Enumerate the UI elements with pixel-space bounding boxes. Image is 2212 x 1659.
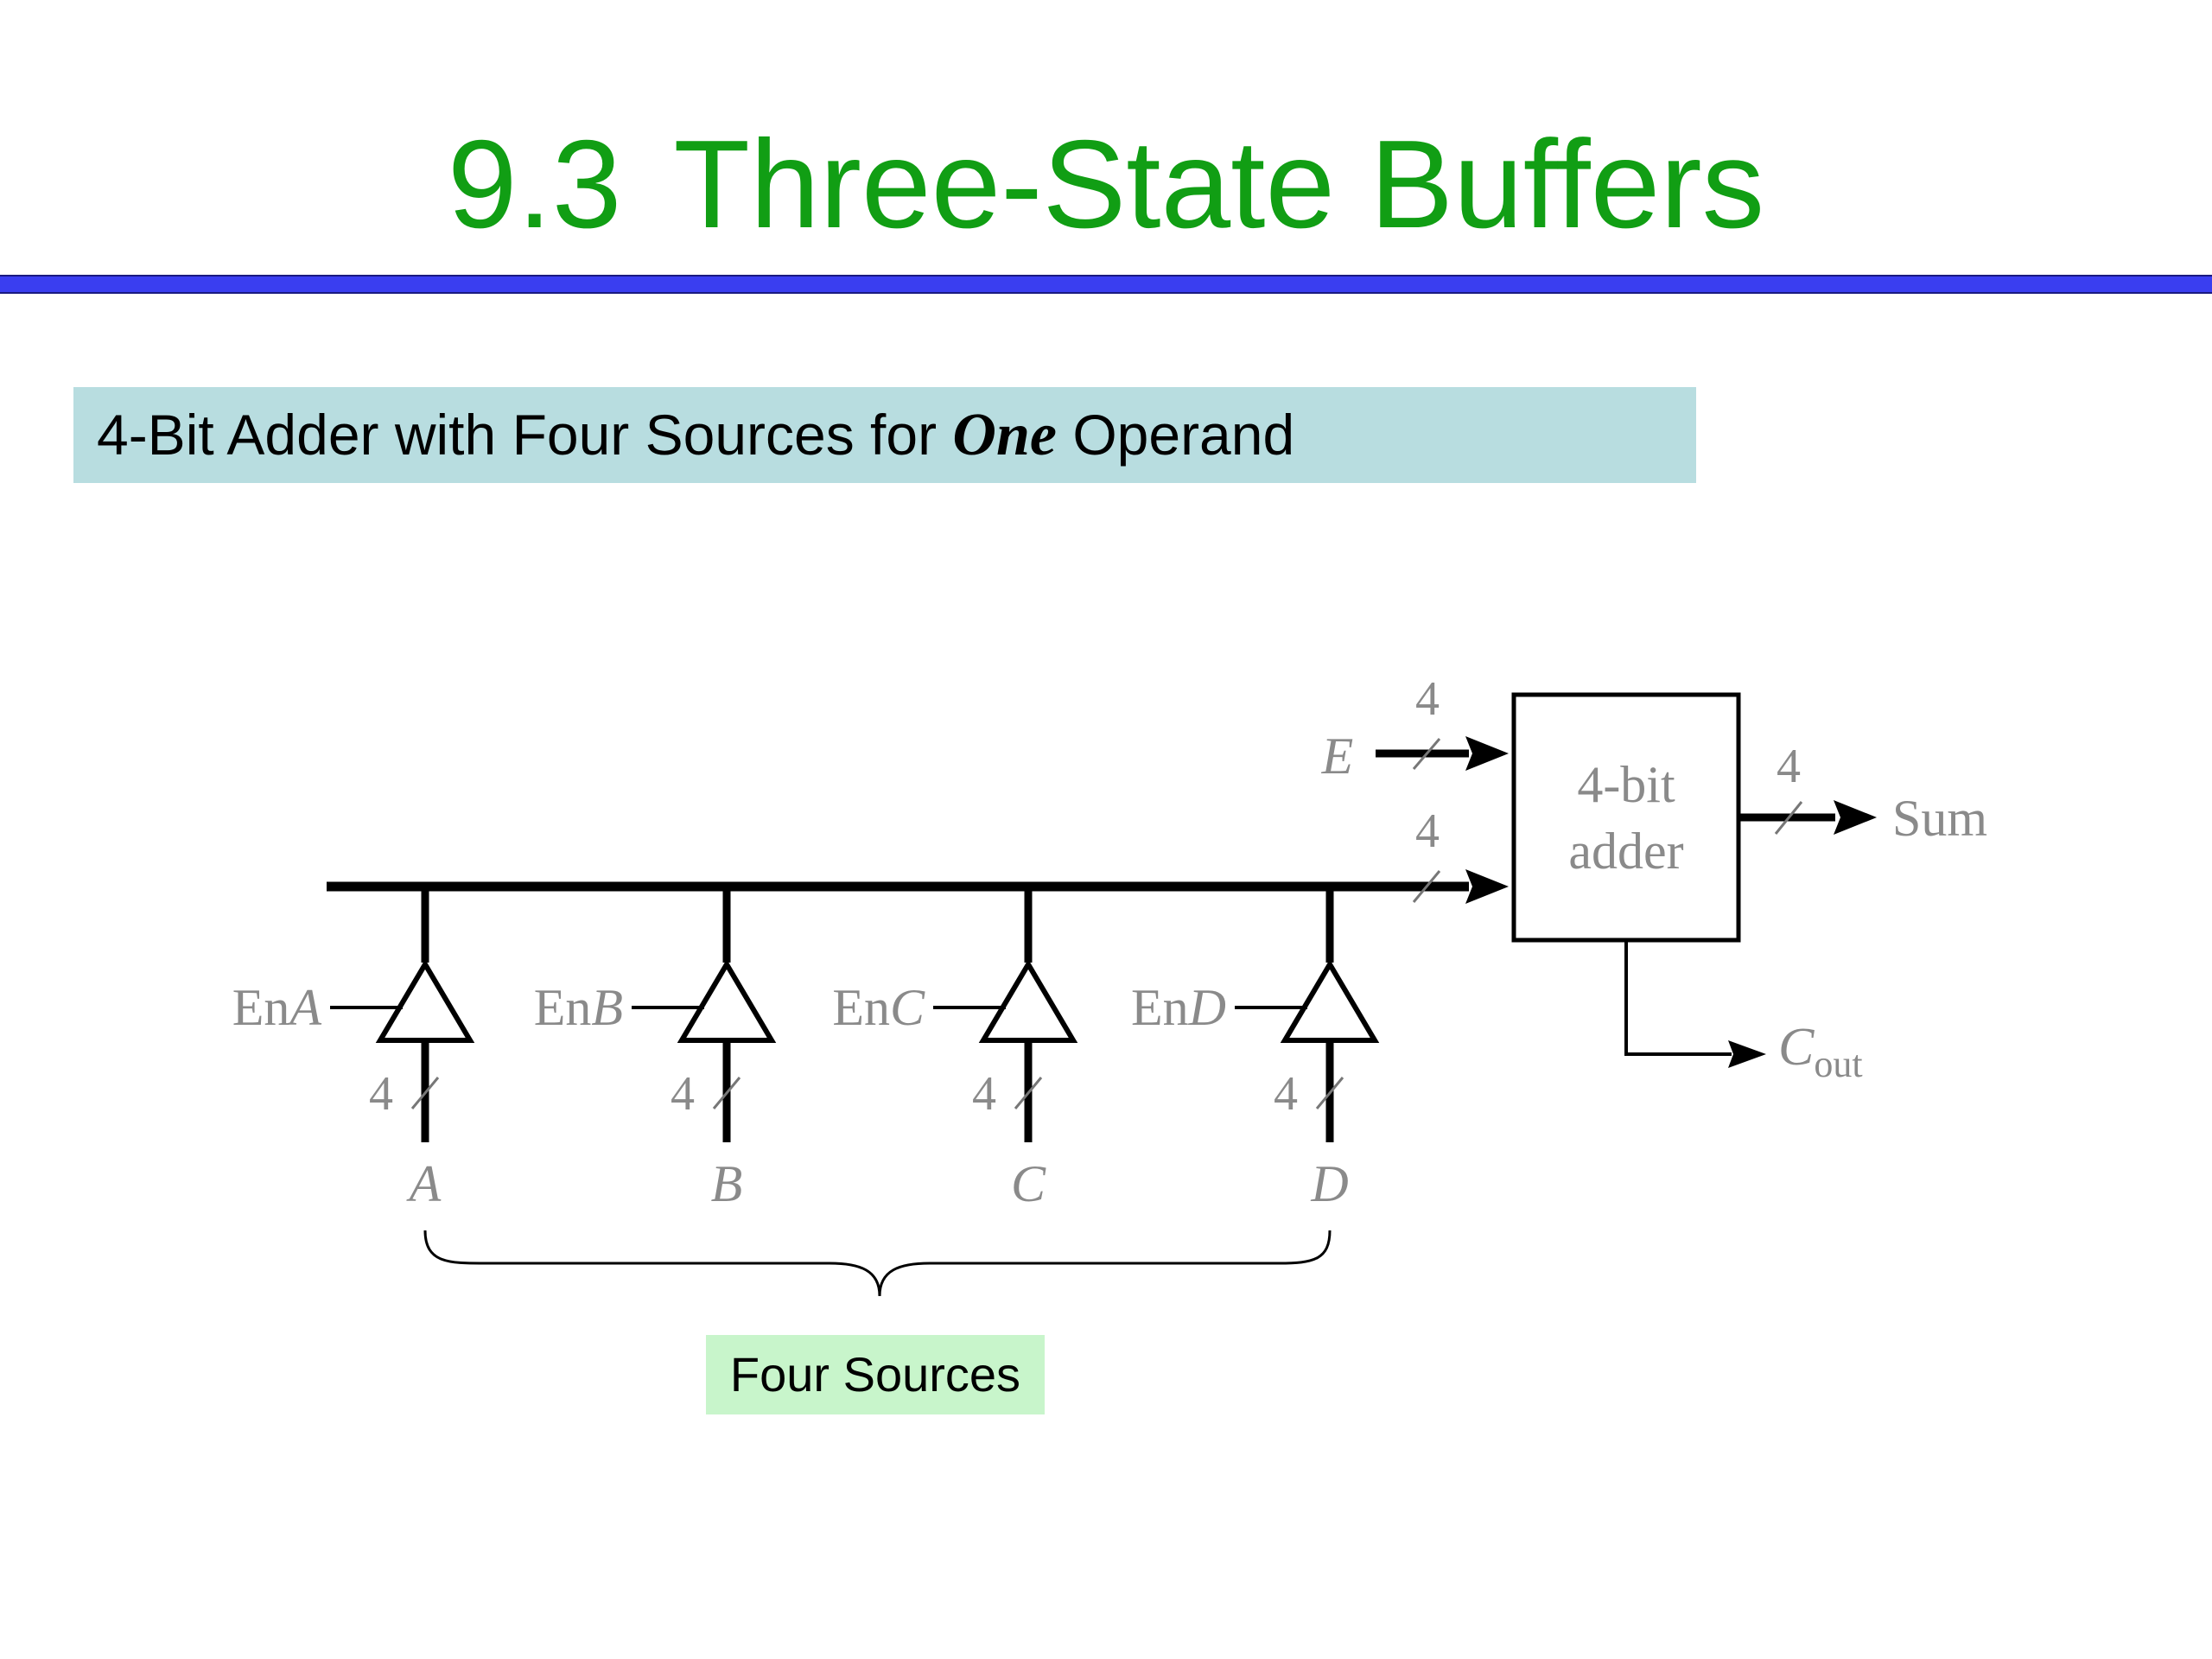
tristate-buffer-a xyxy=(375,959,475,1043)
output-sum: 4 Sum xyxy=(1738,740,1987,847)
adder-label-line1: 4-bit xyxy=(1577,756,1675,813)
source-label-c: C xyxy=(1011,1155,1046,1212)
title-text: Three-State Buffers xyxy=(673,114,1765,254)
cout-main: C xyxy=(1778,1018,1815,1077)
source-c: EnC 4 C xyxy=(832,887,1078,1212)
tristate-buffer-b xyxy=(677,959,777,1043)
title-divider xyxy=(0,275,2212,294)
enable-label-b: EnB xyxy=(534,979,623,1036)
width-label-d: 4 xyxy=(1274,1067,1298,1121)
width-label-a: 4 xyxy=(369,1067,393,1121)
source-d: EnD 4 D xyxy=(1131,887,1380,1212)
subtitle-text-after: Operand xyxy=(1056,403,1295,467)
input-e-width: 4 xyxy=(1415,672,1440,726)
source-b: EnB 4 B xyxy=(534,887,777,1212)
bus-width-label: 4 xyxy=(1415,804,1440,858)
subtitle-emphasis: One xyxy=(952,402,1057,468)
four-sources-label: Four Sources xyxy=(706,1335,1045,1414)
source-a: EnA 4 A xyxy=(232,887,475,1212)
adder-label-line2: adder xyxy=(1568,823,1683,880)
source-label-b: B xyxy=(711,1155,743,1212)
sum-label: Sum xyxy=(1892,790,1987,847)
enable-label-a: EnA xyxy=(232,979,322,1036)
subtitle-box: 4-Bit Adder with Four Sources for One Op… xyxy=(73,387,1696,483)
input-e: E 4 xyxy=(1321,672,1509,785)
tristate-buffer-d xyxy=(1280,959,1380,1043)
sources-brace xyxy=(423,1230,1332,1297)
enable-label-d: EnD xyxy=(1131,979,1226,1036)
source-label-d: D xyxy=(1310,1155,1348,1212)
sum-width-label: 4 xyxy=(1777,740,1801,793)
adder-block xyxy=(1511,692,1741,943)
source-label-a: A xyxy=(406,1155,442,1212)
width-label-b: 4 xyxy=(671,1067,695,1121)
section-number: 9.3 xyxy=(447,114,622,254)
slide-title: 9.3 Three-State Buffers xyxy=(0,111,2212,257)
width-label-c: 4 xyxy=(972,1067,996,1121)
input-e-label: E xyxy=(1321,728,1354,785)
enable-label-c: EnC xyxy=(832,979,925,1036)
cout-label: Cout xyxy=(1778,1018,1863,1085)
cout-subscript: out xyxy=(1814,1043,1862,1085)
tristate-buffer-c xyxy=(978,959,1078,1043)
shared-bus: 4 xyxy=(327,804,1509,904)
subtitle-text-before: 4-Bit Adder with Four Sources for xyxy=(97,403,953,467)
output-cout: Cout xyxy=(1624,940,1863,1085)
